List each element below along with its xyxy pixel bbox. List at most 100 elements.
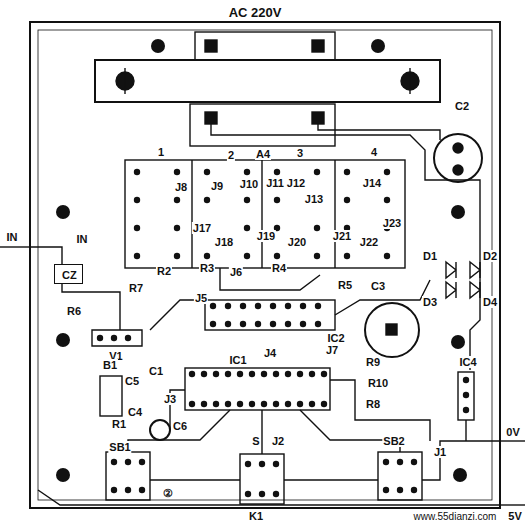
switch-sb1 [106, 452, 150, 500]
pin-pad [259, 461, 265, 467]
mounting-hole [451, 335, 465, 349]
watermark: www.55dianzi.com [413, 511, 498, 523]
part-label: C4 [127, 406, 143, 418]
mounting-hole [453, 468, 467, 482]
part-label: J13 [304, 193, 324, 205]
pin-pad [139, 459, 145, 465]
pin-pad [134, 253, 140, 259]
pin-pad [244, 225, 250, 231]
switch-sb2 [378, 452, 422, 500]
pin-pad [249, 401, 255, 407]
socket-divider [334, 160, 335, 268]
zero-volt-lead [500, 440, 525, 441]
part-label: R5 [337, 279, 353, 291]
pin-pad [225, 303, 231, 309]
part-label: D1 [422, 250, 438, 262]
pin-pad [225, 401, 231, 407]
pin-pad [309, 371, 315, 377]
pin-pad [273, 491, 279, 497]
pin-pad [134, 169, 140, 175]
pin-pad [204, 197, 210, 203]
pin-pad [261, 401, 267, 407]
pin-pad [411, 459, 417, 465]
pin-pad [244, 197, 250, 203]
trace [38, 490, 500, 505]
transformer-secondary-pad [190, 104, 335, 146]
part-label: A4 [255, 148, 271, 160]
pin-pad [397, 459, 403, 465]
trace [318, 124, 440, 140]
pad [205, 112, 217, 124]
pin-pad [285, 401, 291, 407]
part-label: 3 [296, 147, 304, 159]
pin-pad [111, 459, 117, 465]
pin-pad [244, 169, 250, 175]
pin-pad [97, 335, 103, 341]
pin-pad [240, 321, 246, 327]
pad [312, 40, 324, 52]
socket-divider [191, 160, 192, 268]
part-label: C5 [124, 375, 140, 387]
mounting-hole [451, 205, 465, 219]
pin-pad [111, 335, 117, 341]
trace [465, 420, 466, 441]
pin-pad [111, 487, 117, 493]
pin-pad [300, 303, 306, 309]
board-inner-edge [38, 30, 492, 500]
pin-pad [240, 303, 246, 309]
mounting-hole [151, 39, 165, 53]
connector-box: CZ [54, 264, 83, 284]
trace [261, 410, 262, 454]
trace [330, 380, 430, 441]
part-label: J5 [194, 292, 208, 304]
five-volt-lead [500, 504, 525, 505]
pin-pad [344, 197, 350, 203]
pin-pad [244, 253, 250, 259]
part-label: J10 [239, 178, 259, 190]
trace [470, 240, 480, 370]
part-label: C1 [148, 365, 164, 377]
pin-pad [300, 321, 306, 327]
part-label: J17 [192, 222, 212, 234]
part-label: R2 [156, 265, 172, 277]
part-label: B1 [102, 359, 118, 371]
ic1-outline [185, 368, 330, 410]
pin-pad [285, 321, 291, 327]
part-label: R6 [66, 305, 82, 317]
part-label: R8 [365, 398, 381, 410]
part-label: 2 [227, 149, 235, 161]
pin-pad [255, 303, 261, 309]
part-label: R1 [111, 418, 127, 430]
part-label: J11 [265, 177, 285, 189]
pin-pad [189, 401, 195, 407]
pin-pad [174, 225, 180, 231]
pin-pad [249, 371, 255, 377]
part-label: J6 [229, 266, 243, 278]
mounting-hole [56, 205, 70, 219]
part-label: J12 [286, 177, 306, 189]
pin-pad [285, 371, 291, 377]
transformer-body [95, 60, 440, 102]
ic2-outline [205, 300, 335, 330]
supply-label: AC 220V [228, 7, 283, 19]
pin-pad [397, 487, 403, 493]
trace [30, 247, 120, 330]
pin-pad [125, 335, 131, 341]
pin-pad [225, 321, 231, 327]
pin-pad [309, 401, 315, 407]
part-label: C6 [172, 420, 188, 432]
board-outline [30, 22, 500, 508]
pin-pad [255, 321, 261, 327]
pin-pad [259, 491, 265, 497]
pin-pad [134, 225, 140, 231]
trace [335, 280, 430, 315]
part-label: J14 [362, 177, 382, 189]
part-label: IC4 [458, 356, 477, 368]
pin-pad [314, 225, 320, 231]
pin-pad [174, 197, 180, 203]
pad [453, 165, 463, 175]
pin-pad [125, 487, 131, 493]
trace [128, 410, 230, 452]
